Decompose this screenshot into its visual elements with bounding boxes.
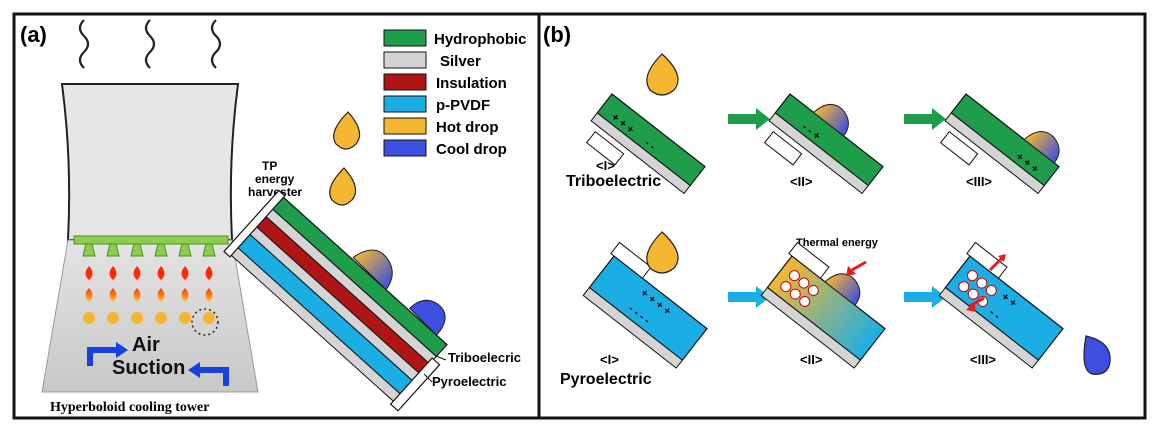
hot-drop-icon bbox=[333, 111, 361, 150]
hot-drops-row-1 bbox=[85, 266, 213, 280]
legend-label-5: Cool drop bbox=[436, 141, 507, 158]
pyro-step-label-3: <III> bbox=[970, 352, 996, 367]
air-arrow-right-icon bbox=[200, 367, 229, 386]
device-label-harvester: harvester bbox=[248, 185, 302, 199]
legend-label-2: Insulation bbox=[436, 75, 507, 92]
legend-label-0: Hydrophobic bbox=[434, 31, 527, 48]
legend-swatch-0 bbox=[383, 29, 427, 47]
panel-a: (a) bbox=[20, 19, 527, 415]
spray-header bbox=[73, 235, 229, 245]
device-label-tp: TP bbox=[262, 159, 277, 173]
tribo-arrow-1-icon bbox=[728, 108, 770, 130]
tribo-step-1: + + + - - bbox=[585, 93, 706, 195]
tribo-step-label-2: <II> bbox=[790, 174, 813, 189]
pyro-arrow-2-icon bbox=[904, 286, 946, 308]
steam-icon bbox=[78, 19, 222, 69]
pyro-cool-drop-icon bbox=[1083, 335, 1111, 375]
thermal-arrow-icon bbox=[851, 260, 867, 272]
tribo-step-2: - - + bbox=[763, 93, 884, 195]
legend: Hydrophobic Silver Insulation p-PVDF Hot… bbox=[383, 29, 527, 158]
pyro-step-1: + + + + - - - - bbox=[582, 241, 708, 369]
legend-swatch-5 bbox=[383, 139, 427, 157]
pyro-arrow-up-icon bbox=[988, 256, 1004, 272]
suction-label: Suction bbox=[112, 357, 185, 379]
tower-upper bbox=[60, 83, 240, 241]
tribo-step-label-1: <I> bbox=[596, 158, 615, 173]
legend-swatch-3 bbox=[383, 95, 427, 113]
device-label-energy: energy bbox=[255, 172, 295, 186]
legend-swatch-4 bbox=[383, 117, 427, 135]
tribo-step-3: + + + bbox=[939, 93, 1060, 195]
tribo-title: Triboelectric bbox=[566, 173, 661, 190]
hot-drops-row-2 bbox=[85, 288, 213, 302]
legend-label-1: Silver bbox=[440, 53, 481, 70]
tribo-arrow-2-icon bbox=[904, 108, 946, 130]
pyro-step-label-1: <I> bbox=[600, 352, 619, 367]
tower-caption: Hyperboloid cooling tower bbox=[50, 400, 209, 415]
tower-lower bbox=[41, 239, 259, 393]
legend-label-3: p-PVDF bbox=[436, 97, 490, 114]
pyro-step-3: + + - - bbox=[938, 241, 1064, 369]
hot-drop-icon-2 bbox=[329, 167, 357, 206]
panel-b: (b) + + + - - <I> Triboelectric - - + <I… bbox=[543, 22, 1111, 388]
air-arrow-left-icon bbox=[87, 347, 116, 366]
tribo-step-label-3: <III> bbox=[966, 174, 992, 189]
air-label: Air bbox=[132, 334, 160, 356]
tp-harvester-device bbox=[223, 189, 448, 412]
legend-swatch-1 bbox=[383, 51, 427, 69]
tribo-hot-drop-icon bbox=[646, 53, 679, 96]
pyro-hot-drop-icon bbox=[646, 231, 679, 274]
panel-a-label: (a) bbox=[20, 22, 47, 47]
spray-nozzles bbox=[82, 243, 216, 257]
pyro-title: Pyroelectric bbox=[560, 371, 652, 388]
pyro-step-label-2: <II> bbox=[800, 352, 823, 367]
legend-swatch-2 bbox=[383, 73, 427, 91]
warm-drops-row-3 bbox=[83, 312, 215, 324]
legend-label-4: Hot drop bbox=[436, 119, 498, 136]
thermal-energy-label: Thermal energy bbox=[796, 237, 879, 249]
triboelecric-label: Triboelecric bbox=[448, 350, 521, 365]
pyro-step-2 bbox=[760, 241, 886, 369]
panel-b-label: (b) bbox=[543, 22, 571, 47]
highlight-circle bbox=[191, 308, 219, 336]
cooling-tower: Air Suction bbox=[41, 83, 259, 393]
pyroelectric-label-a: Pyroelectric bbox=[432, 374, 506, 389]
